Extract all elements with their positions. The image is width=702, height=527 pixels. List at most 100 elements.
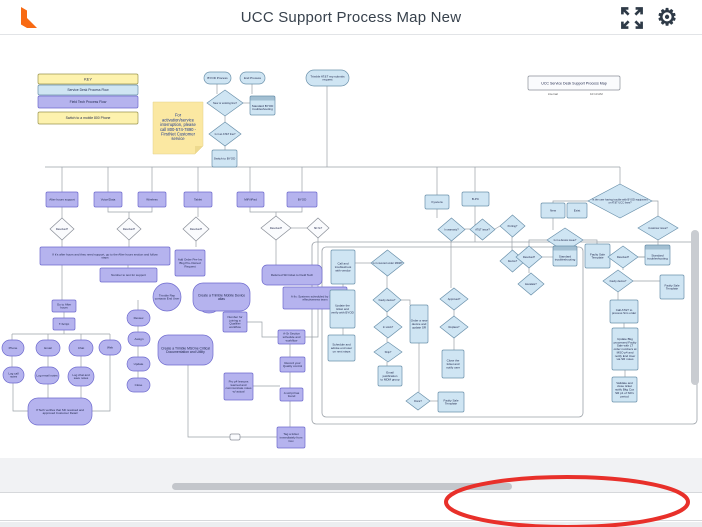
shape-label: Update [134, 362, 144, 366]
header-bar: UCC Support Process Map New ⚙ [0, 0, 702, 35]
connector-line [249, 207, 277, 216]
shape-label: Web [107, 346, 113, 350]
flowchart-stadium [34, 366, 60, 385]
flowchart-stadium [35, 339, 61, 357]
flowchart-stadium [2, 366, 25, 384]
flowchart-rect [37, 84, 139, 96]
shape-label: BYOD [298, 198, 307, 202]
window-edge [0, 522, 702, 527]
lucid-logo[interactable] [18, 6, 40, 29]
shape-label: Voice/Data [101, 198, 116, 202]
flowchart-stadium [1, 339, 25, 357]
flowchart-diamond [182, 216, 210, 242]
shape-header-band [553, 246, 577, 251]
diagram-text: internal [548, 92, 558, 96]
flowchart-rect [236, 191, 265, 208]
shape-label: Is it an AT&T line? [215, 132, 236, 136]
document-title: UCC Support Process Map New [240, 8, 462, 26]
flowchart-rect [609, 299, 639, 324]
shape-label: SD fix? [314, 226, 323, 230]
flowchart-diamond [637, 215, 679, 241]
flowchart-diamond [260, 215, 292, 241]
shape-label: Kyocera [431, 200, 442, 204]
shape-label: Faulty device? [610, 279, 627, 283]
flowchart-rect [174, 249, 206, 277]
note-fold [195, 146, 203, 154]
flowchart-rect [183, 191, 213, 208]
shape-label: Email [44, 346, 52, 350]
shape-label: Ship? [385, 350, 392, 354]
flowchart-rect [99, 267, 158, 283]
flowchart-rect [611, 327, 639, 371]
flowchart-diamond [306, 217, 330, 239]
flowchart-rect [45, 191, 79, 208]
shape-label: Escalate? [525, 282, 537, 286]
shape-label: Faulty device? [379, 298, 396, 302]
connector-line [12, 383, 28, 412]
shape-label: Resolved? [123, 227, 136, 231]
flowchart-diamond [469, 218, 496, 241]
flowchart-diamond [517, 272, 545, 296]
shape-label: Approved? [448, 297, 461, 301]
flowchart-stadium [126, 377, 151, 393]
flowchart-stadium [98, 339, 122, 356]
flowchart-diamond [607, 245, 639, 269]
flowchart-stadium [126, 356, 151, 372]
group-frame [311, 241, 698, 425]
flowchart-rect [52, 317, 76, 331]
flowchart-rect [137, 191, 167, 208]
shape-label: KEY [84, 76, 92, 81]
shape-label: Resolved? [523, 255, 536, 259]
shape-label: Phone [9, 346, 18, 350]
flowchart-rect [277, 329, 306, 345]
connector-line [652, 200, 659, 216]
connector-line [583, 239, 598, 244]
expand-icon[interactable] [619, 6, 645, 30]
horizontal-scrollbar[interactable] [172, 483, 512, 490]
flowchart-rect [279, 356, 306, 373]
flowchart-rect [409, 304, 429, 344]
flowchart-rrect [261, 264, 323, 286]
flowchart-rect [229, 433, 241, 441]
gear-icon[interactable]: ⚙ [656, 4, 678, 30]
shape-label: Log email notes [36, 374, 58, 378]
flowchart-rect [437, 391, 465, 413]
connector-line [494, 225, 501, 230]
vertical-scrollbar[interactable] [691, 230, 699, 385]
shape-label: Close [135, 383, 143, 387]
shape-label: Switch to BYOD [214, 157, 236, 161]
flowchart-stadium [68, 339, 94, 357]
shape-label: Device? [508, 259, 518, 263]
flowchart-diamond [437, 217, 466, 242]
flowchart-diamond [439, 315, 469, 339]
connector-line [107, 207, 130, 218]
flowchart-diamond [602, 269, 634, 293]
connector-line [276, 207, 303, 213]
flowchart-rect [37, 111, 139, 125]
shape-label: In stock? [383, 325, 394, 329]
shape-label: UCC Service Desk Support Process Map [541, 81, 607, 85]
flowchart-diamond [405, 391, 431, 411]
shape-label: Resolved? [270, 226, 283, 230]
